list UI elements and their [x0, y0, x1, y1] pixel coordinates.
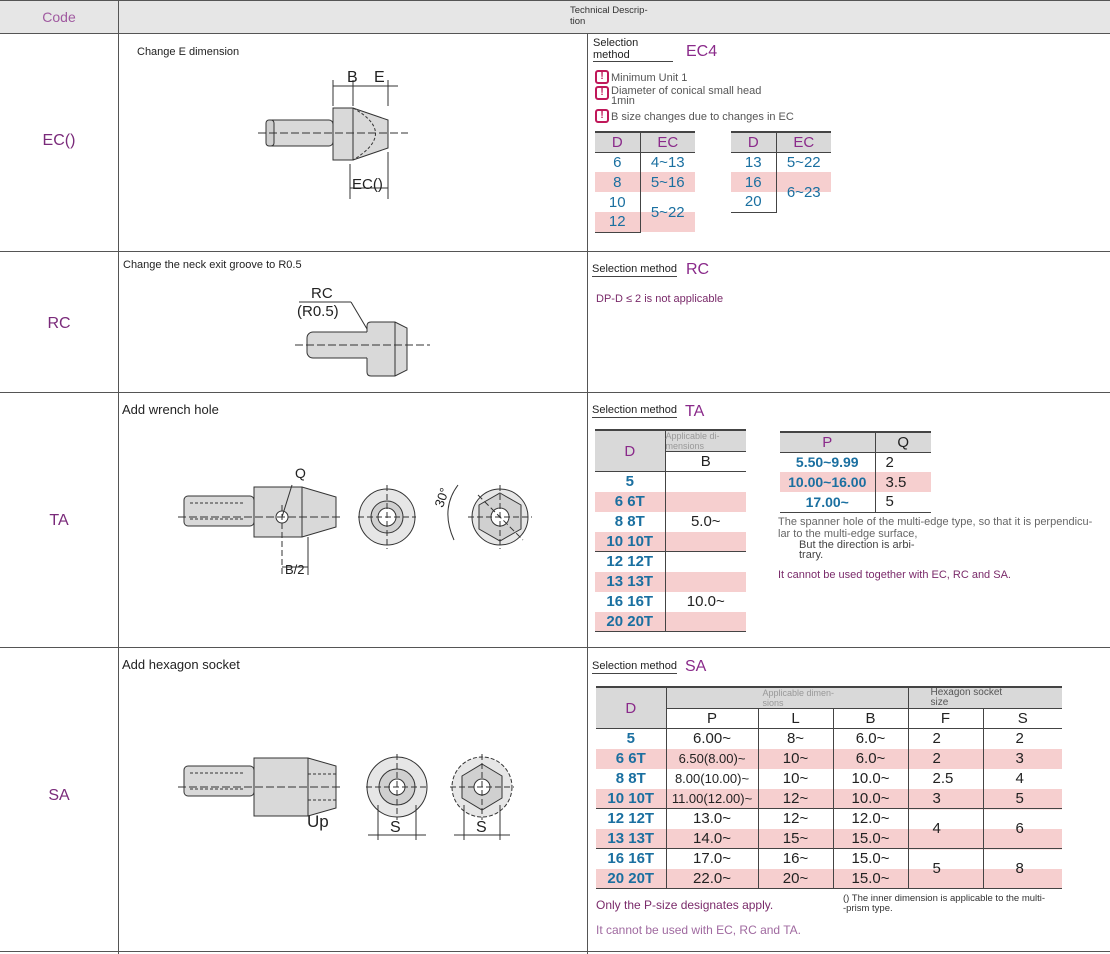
rc-drawing: [295, 301, 430, 377]
rc-fig-rc-label: RC: [311, 285, 333, 302]
row-code-sa: SA: [48, 787, 70, 804]
warning-icon: !: [595, 108, 609, 123]
sa-fig-s2-label: S: [476, 819, 487, 836]
header-technical-description: Technical Descrip- tion: [570, 5, 648, 27]
warning-icon: !: [595, 86, 609, 100]
ec-note-3: !B size changes due to changes in EC: [595, 107, 794, 125]
row-code-rc: RC: [47, 315, 71, 332]
ec-fig-e-label: E: [374, 69, 385, 86]
ec-fig-ec-label: EC(): [352, 176, 383, 193]
sa-selection-label: Selection method: [592, 660, 677, 674]
sa-note-1: Only the P-size designates apply.: [596, 898, 774, 912]
header-code: Code: [42, 9, 76, 25]
ta-fig-q-label: Q: [295, 465, 306, 481]
row-code-ec: EC(): [42, 132, 76, 149]
sa-drawing: [178, 754, 514, 840]
ec-selection-label: Selection method: [593, 37, 673, 62]
rc-description: Change the neck exit groove to R0.5: [123, 259, 302, 271]
sa-table: D Applicable dimen- sions Hexagon socket…: [596, 686, 1062, 889]
ta-selection-code: TA: [685, 403, 705, 420]
sa-fig-s1-label: S: [390, 819, 401, 836]
warning-icon: !: [595, 69, 609, 84]
ta-drawing: [178, 484, 532, 575]
ec-selection-code: EC4: [686, 43, 718, 60]
table-header: [0, 0, 1110, 33]
sa-fig-up-label: Up: [307, 812, 329, 831]
ta-note-2: But the direction is arbi- trary.: [799, 539, 915, 561]
sa-selection-code: SA: [685, 658, 707, 675]
rc-selection-code: RC: [686, 261, 710, 278]
sa-note-2: () The inner dimension is applicable to …: [843, 893, 1046, 914]
rc-selection-label: Selection method: [592, 263, 677, 277]
ta-description: Add wrench hole: [122, 402, 219, 417]
rc-fig-r-label: (R0.5): [297, 303, 339, 320]
ta-note-3: It cannot be used together with EC, RC a…: [778, 569, 1011, 581]
ec-description: Change E dimension: [137, 46, 240, 58]
ec-fig-b-label: B: [347, 69, 358, 86]
ec-note-1: !Minimum Unit 1: [595, 68, 687, 86]
ta-fig-b2-label: B/2: [285, 562, 305, 577]
row-code-ta: TA: [49, 512, 69, 529]
rc-note: DP-D ≤ 2 is not applicable: [596, 293, 724, 305]
ec-drawing: [258, 80, 408, 199]
ec-note-2: !Diameter of conical small head 1min: [595, 86, 761, 107]
ta-selection-label: Selection method: [592, 404, 677, 418]
sa-description: Add hexagon socket: [122, 657, 240, 672]
ta-note-1: The spanner hole of the multi-edge type,…: [778, 516, 1093, 540]
sa-note-3: It cannot be used with EC, RC and TA.: [596, 923, 801, 937]
